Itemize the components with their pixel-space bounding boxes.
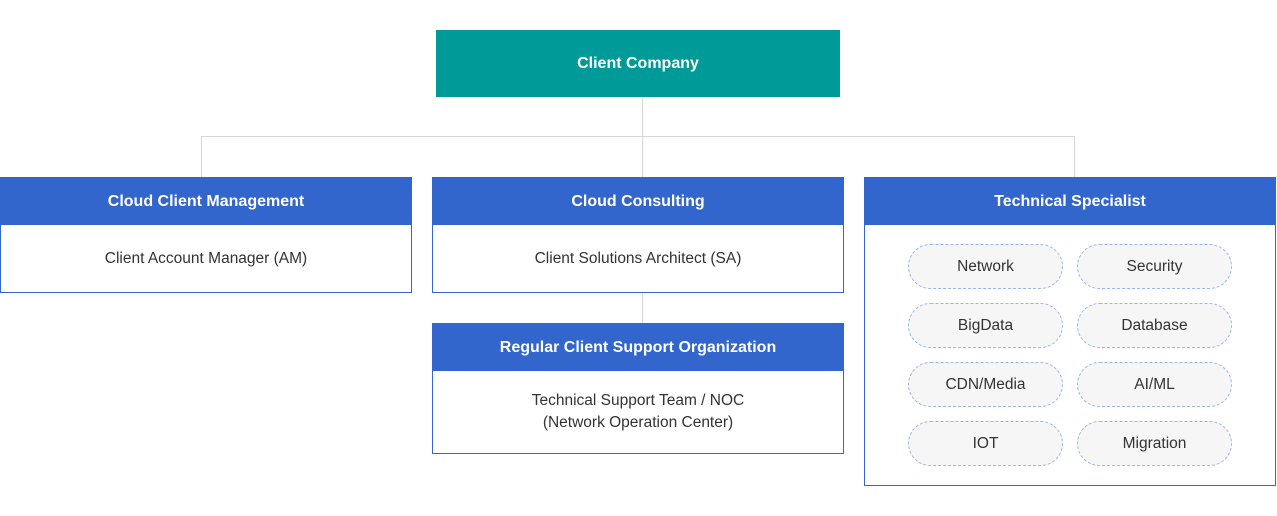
regular-client-support-card: Regular Client Support Organization Tech… — [432, 323, 844, 454]
area-pill-cdn-media: CDN/Media — [908, 362, 1063, 407]
client-solutions-architect-text: Client Solutions Architect (SA) — [534, 249, 742, 267]
area-pill-iot: IOT — [908, 421, 1063, 466]
area-pill-ai-ml: AI/ML — [1077, 362, 1232, 407]
technical-specialist-title: Technical Specialist — [865, 178, 1275, 225]
regular-client-support-title: Regular Client Support Organization — [433, 324, 843, 371]
technical-specialist-card: Technical Specialist Network Security Bi… — [864, 177, 1276, 486]
connector-to-specialist — [1074, 136, 1075, 177]
cloud-client-management-card: Cloud Client Management Client Account M… — [0, 177, 412, 293]
connector-consulting-to-support — [642, 293, 643, 323]
support-body-line-2: (Network Operation Center) — [542, 414, 734, 431]
connector-horizontal-bus — [201, 136, 1075, 137]
area-pill-database: Database — [1077, 303, 1232, 348]
client-company-node: Client Company — [436, 30, 840, 97]
client-account-manager-text: Client Account Manager (AM) — [104, 249, 308, 267]
specialist-area-grid: Network Security BigData Database CDN/Me… — [908, 244, 1232, 466]
area-pill-security: Security — [1077, 244, 1232, 289]
connector-root-down — [642, 97, 643, 136]
cloud-client-management-title: Cloud Client Management — [1, 178, 411, 225]
area-pill-migration: Migration — [1077, 421, 1232, 466]
area-pill-bigdata: BigData — [908, 303, 1063, 348]
cloud-consulting-title: Cloud Consulting — [433, 178, 843, 225]
support-body-line-1: Technical Support Team / NOC — [531, 392, 745, 409]
connector-to-management — [201, 136, 202, 177]
area-pill-network: Network — [908, 244, 1063, 289]
technical-support-team-text: Technical Support Team / NOC (Network Op… — [433, 371, 843, 453]
connector-to-consulting — [642, 136, 643, 177]
cloud-consulting-card: Cloud Consulting Client Solutions Archit… — [432, 177, 844, 293]
